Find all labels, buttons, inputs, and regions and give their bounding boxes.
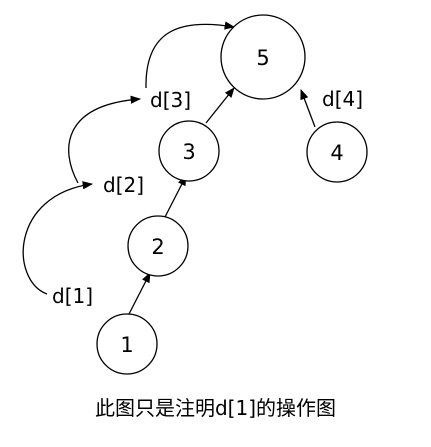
curve-d3-to-5 — [145, 21, 236, 89]
node-4: 4 — [306, 121, 368, 183]
label-d4: d[4] — [322, 87, 363, 111]
edge-3-to-5 — [205, 87, 235, 124]
edge-1-to-2 — [127, 272, 151, 317]
curve-d1-to-d2 — [22, 181, 94, 295]
edge-2-to-3 — [164, 175, 187, 218]
node-1-label: 1 — [120, 333, 133, 357]
label-d2: d[2] — [103, 173, 144, 197]
node-4-label: 4 — [330, 141, 343, 165]
edge-4-to-5 — [300, 89, 316, 128]
node-2-label: 2 — [151, 235, 164, 259]
label-d1: d[1] — [52, 284, 93, 308]
node-1: 1 — [96, 313, 158, 375]
node-2: 2 — [127, 215, 189, 277]
node-3: 3 — [158, 120, 220, 182]
node-3-label: 3 — [182, 140, 195, 164]
node-5: 5 — [220, 14, 306, 100]
curve-d2-to-d3 — [68, 95, 142, 184]
label-d3: d[3] — [150, 88, 191, 112]
node-5-label: 5 — [256, 46, 269, 70]
diagram-caption: 此图只是注明d[1]的操作图 — [94, 396, 337, 420]
